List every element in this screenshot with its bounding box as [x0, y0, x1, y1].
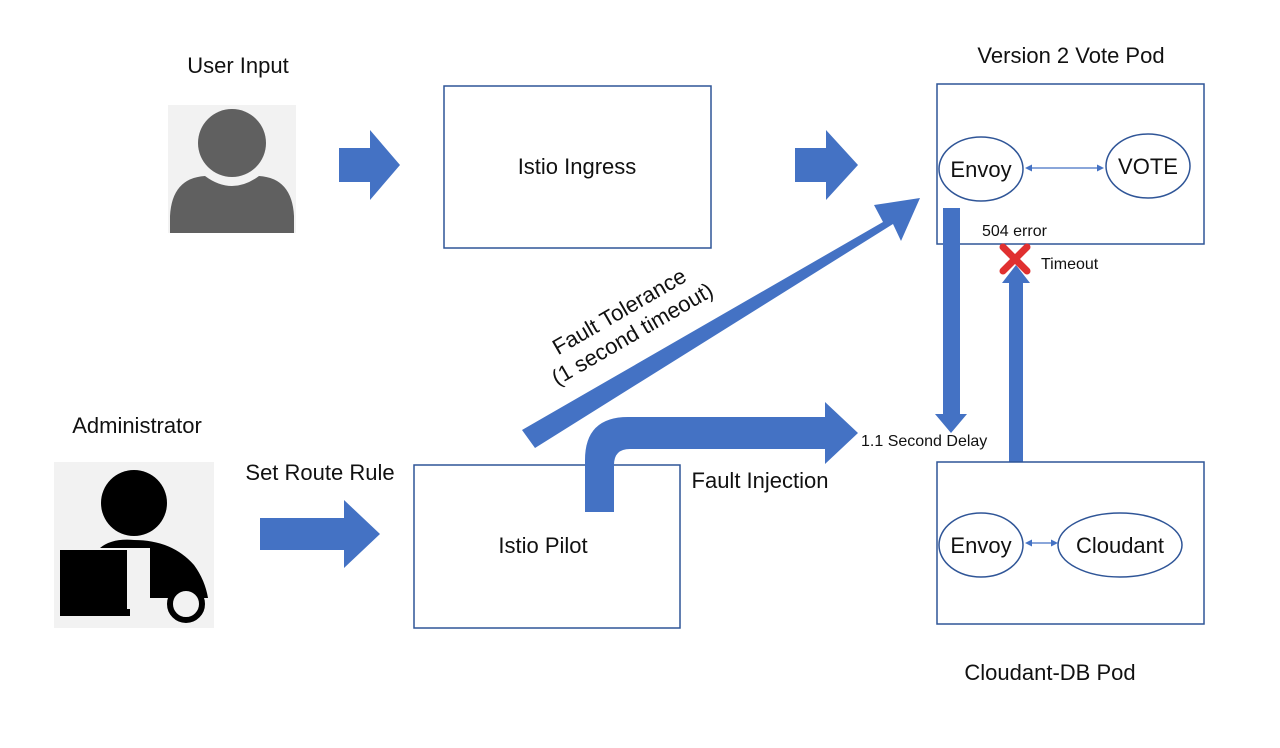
db-envoy-node — [938, 512, 1024, 578]
db-pod-title: Cloudant-DB Pod — [964, 660, 1135, 685]
set-route-rule-label: Set Route Rule — [245, 460, 394, 485]
vote-envoy-label: Envoy — [950, 157, 1011, 182]
vote-envoy-node — [938, 136, 1024, 202]
timeout-label: Timeout — [1041, 256, 1099, 273]
fault-injection-arrow — [585, 402, 858, 512]
db-service-node — [1057, 512, 1183, 578]
vote-pod-title: Version 2 Vote Pod — [977, 43, 1164, 68]
db-envoy-label: Envoy — [950, 533, 1011, 558]
envoy-vote-link — [1025, 164, 1104, 172]
fault-injection-label: Fault Injection — [692, 468, 829, 493]
istio-ingress-label: Istio Ingress — [518, 154, 637, 179]
user-to-ingress-arrow — [339, 130, 400, 200]
admin-user-icon — [54, 462, 214, 628]
user-input-label: User Input — [187, 53, 289, 78]
istio-pilot-box — [413, 464, 681, 629]
fault-tolerance-arrow — [522, 198, 920, 448]
admin-to-pilot-arrow — [260, 500, 380, 568]
vote-service-label: VOTE — [1118, 154, 1178, 179]
delay-label: 1.1 Second Delay — [861, 433, 987, 450]
db-to-envoy-arrow — [1002, 265, 1030, 517]
ingress-to-vote-arrow — [795, 130, 858, 200]
error-label: 504 error — [982, 223, 1048, 240]
envoy-to-db-arrow — [935, 208, 967, 433]
administrator-label: Administrator — [72, 413, 202, 438]
envoy-cloudant-link — [1025, 539, 1058, 547]
error-x-icon — [999, 243, 1031, 275]
db-service-label: Cloudant — [1076, 533, 1164, 558]
vote-service-node — [1105, 133, 1191, 199]
istio-pilot-label: Istio Pilot — [498, 533, 587, 558]
istio-ingress-box — [443, 85, 712, 249]
person-icon — [168, 105, 296, 233]
